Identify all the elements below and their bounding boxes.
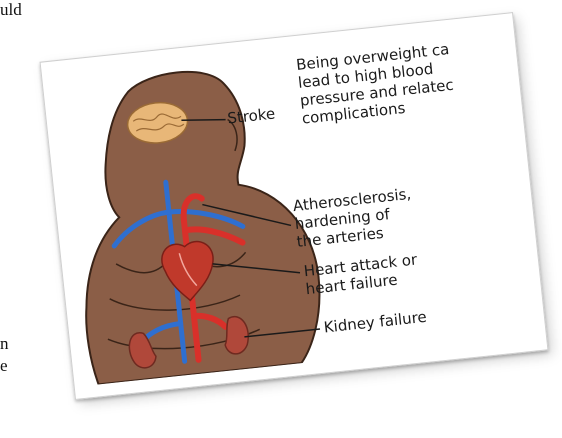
illustration-panel: Stroke Being overweight ca lead to high … <box>56 27 532 386</box>
background-text-fragment: uld <box>0 0 22 20</box>
background-text-fragment: n <box>0 334 9 354</box>
background-text-fragment: e <box>0 356 8 376</box>
illustration-card[interactable]: Stroke Being overweight ca lead to high … <box>40 12 549 400</box>
